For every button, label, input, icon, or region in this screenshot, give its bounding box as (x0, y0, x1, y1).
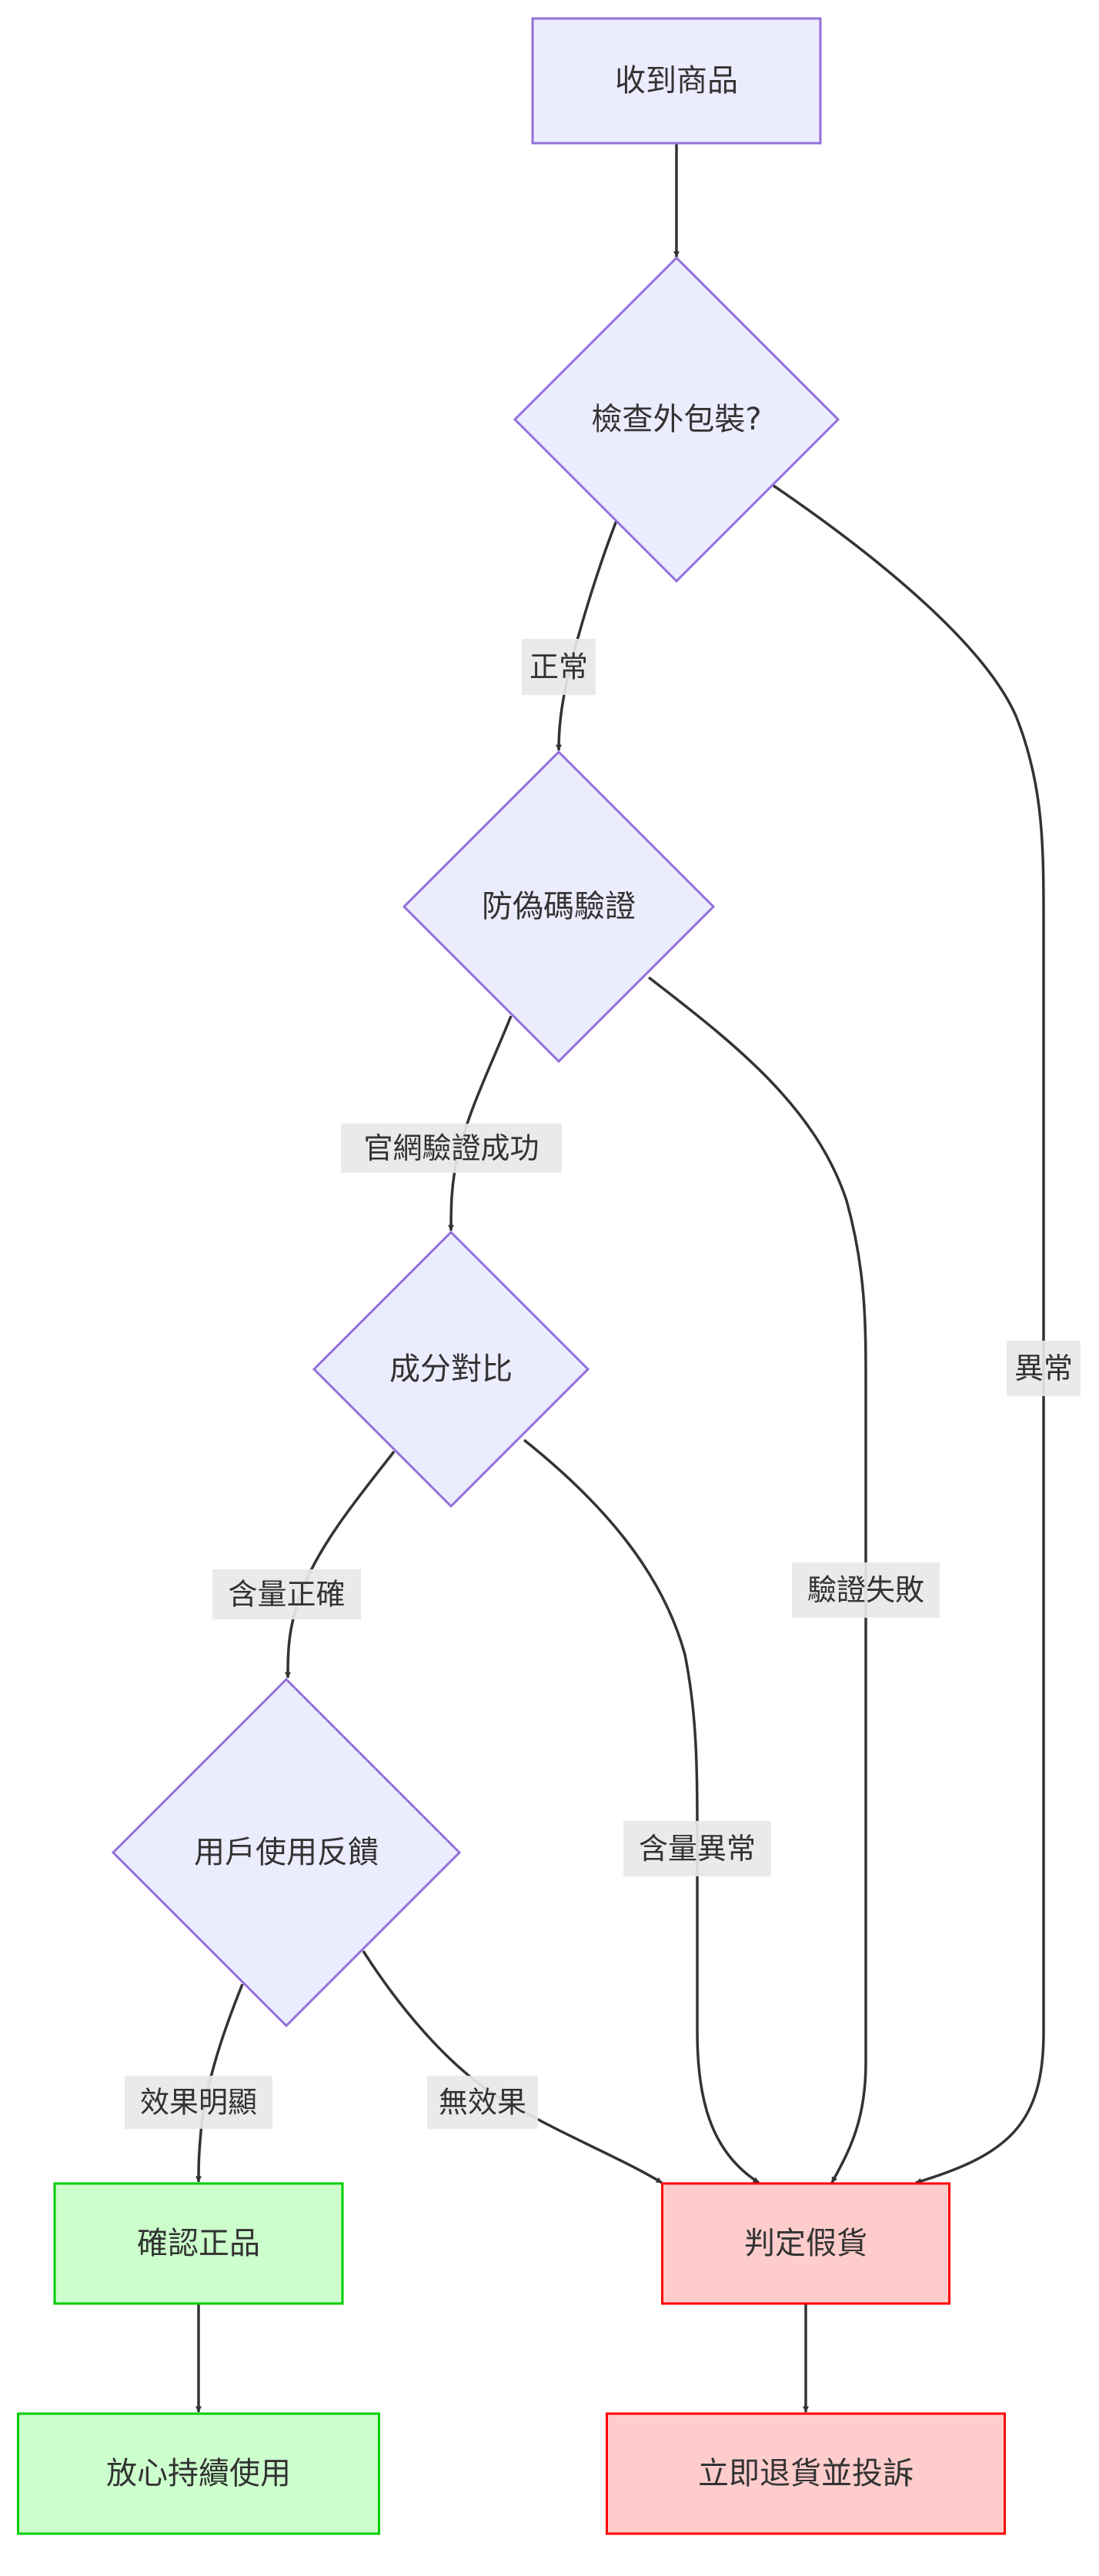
node-label: 防偽碼驗證 (482, 889, 636, 924)
edge-D-to-E (285, 1450, 396, 1679)
node-label: 收到商品 (615, 63, 738, 99)
edge-E-to-G (362, 1950, 663, 2184)
edge-C-to-D (448, 1015, 513, 1231)
decision-node-B: 檢查外包裝? (513, 256, 840, 583)
process-node-I: 立即退貨並投訴 (606, 2412, 1006, 2535)
edge-D-to-G (523, 1438, 760, 2184)
edge-label-background (212, 1569, 361, 1619)
edge-B-to-G (773, 484, 1045, 2184)
edge-label-text: 正常 (529, 650, 588, 684)
node-label: 確認正品 (137, 2226, 260, 2261)
edge-label-background (1007, 1341, 1081, 1396)
edge-label-text: 效果明顯 (140, 2086, 257, 2120)
decision-diamond (111, 1677, 462, 2028)
edge-label-text: 官網驗證成功 (363, 1131, 539, 1165)
edge-label-background (522, 639, 596, 695)
node-label: 放心持續使用 (106, 2456, 291, 2491)
edge-label: 驗證失敗 (792, 1562, 940, 1618)
process-box (53, 2182, 344, 2305)
edge-label-text: 含量正確 (228, 1578, 345, 1612)
edge-label-background (623, 1821, 771, 1876)
process-node-A: 收到商品 (531, 17, 822, 145)
edge-label-background (427, 2076, 538, 2129)
node-label: 檢查外包裝? (591, 402, 761, 437)
edge-label: 含量正確 (212, 1569, 361, 1619)
edge-label-background (125, 2076, 272, 2129)
edge-label: 正常 (522, 639, 596, 695)
node-label: 用戶使用反饋 (194, 1835, 379, 1870)
process-node-H: 放心持續使用 (17, 2412, 380, 2535)
edge-label-text: 驗證失敗 (807, 1573, 924, 1607)
edge-label-text: 含量異常 (639, 1832, 756, 1866)
process-node-G: 判定假貨 (661, 2182, 950, 2305)
edge-label: 官網驗證成功 (341, 1124, 562, 1173)
edge-label: 效果明顯 (125, 2076, 272, 2129)
edge-B-to-C (556, 499, 626, 751)
edge-label-text: 無效果 (439, 2086, 526, 2120)
process-box (606, 2412, 1006, 2535)
decision-node-D: 成分對比 (312, 1230, 590, 1509)
decision-diamond (513, 256, 840, 583)
node-label: 判定假貨 (744, 2226, 867, 2261)
edge-label-background (341, 1124, 562, 1173)
node-label: 立即退貨並投訴 (698, 2456, 914, 2491)
process-box (661, 2182, 950, 2305)
edge-label-background (792, 1562, 940, 1618)
decision-node-E: 用戶使用反饋 (111, 1677, 462, 2028)
edge-label-text: 異常 (1014, 1351, 1073, 1385)
edge-label: 無效果 (427, 2076, 538, 2129)
process-box (531, 17, 822, 145)
edge-label: 含量異常 (623, 1821, 771, 1876)
decision-diamond (312, 1230, 590, 1509)
decision-node-C: 防偽碼驗證 (402, 750, 716, 1064)
node-label: 成分對比 (389, 1351, 513, 1387)
edge-C-to-G (647, 976, 867, 2183)
process-node-F: 確認正品 (53, 2182, 344, 2305)
process-box (17, 2412, 380, 2535)
decision-diamond (402, 750, 716, 1064)
edge-label: 異常 (1007, 1341, 1081, 1396)
